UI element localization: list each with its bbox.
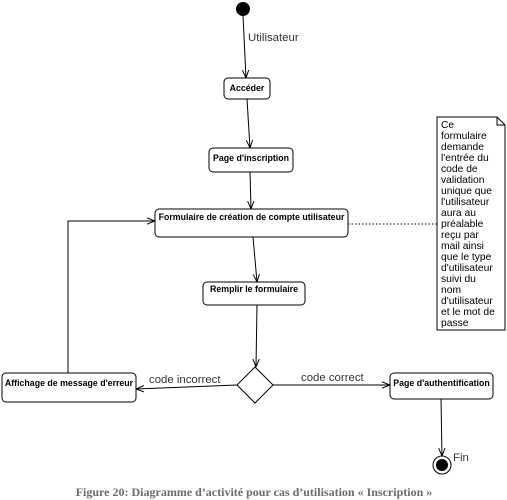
note-line: d'utilisateur — [441, 263, 493, 274]
action-remplir-label: Remplir le formulaire — [210, 284, 298, 294]
note-line: unique que — [441, 186, 492, 197]
action-page-authentification — [389, 372, 494, 400]
edge-erreur-to-formulaire — [67, 221, 155, 373]
edge-remplir-to-decision — [256, 304, 257, 367]
action-affichage-erreur — [1, 372, 137, 403]
action-page-authentification-label: Page d'authentification — [393, 378, 489, 388]
note-line: mail ainsi — [441, 241, 484, 252]
final-node-core — [436, 459, 448, 471]
action-formulaire — [154, 208, 349, 238]
start-edge-label: Utilisateur — [248, 32, 299, 44]
initial-node — [236, 2, 250, 16]
action-remplir — [202, 281, 306, 306]
end-label: Fin — [453, 452, 469, 464]
action-acceder-label: Accéder — [230, 83, 265, 93]
action-formulaire-label: Formulaire de création de compte utilisa… — [159, 212, 345, 222]
figure-caption: Figure 20: Diagramme d’activité pour cas… — [76, 485, 433, 499]
note-fold — [496, 117, 505, 126]
note-line: code de — [441, 164, 478, 175]
note-line: reçu par — [441, 230, 479, 241]
note-line: que le type — [441, 252, 492, 263]
note-line: aura au — [441, 208, 476, 219]
note-line: validation — [441, 175, 485, 186]
guard-code-correct: code correct — [301, 372, 365, 384]
note-shape — [436, 116, 506, 331]
action-page-inscription — [208, 147, 294, 173]
guard-code-incorrect: code incorrect — [149, 374, 221, 386]
note-line: demande — [441, 142, 484, 153]
note-line: formulaire — [441, 131, 487, 142]
note-line: passe — [441, 318, 469, 329]
note-line: Ce — [441, 120, 454, 131]
edge-formulaire-to-remplir — [252, 236, 257, 282]
edge-authentification-to-end — [441, 398, 442, 456]
note-line: suivi du — [441, 274, 476, 285]
edge-decision-to-erreur — [136, 384, 238, 389]
action-acceder — [223, 77, 271, 100]
note-line: préalable — [441, 219, 484, 230]
note-line: d'utilisateur — [441, 296, 493, 307]
edge-start-to-acceder — [243, 15, 246, 78]
note-line: nom — [441, 285, 461, 296]
note: Ce formulaire demande l'entrée du code d… — [436, 116, 506, 331]
note-line: et le mot de — [441, 307, 495, 318]
note-line: l'utilisateur — [441, 197, 490, 208]
edge-acceder-to-page-inscription — [247, 98, 250, 148]
edge-page-inscription-to-formulaire — [250, 171, 251, 209]
decision-node — [236, 366, 274, 404]
action-page-inscription-label: Page d'inscription — [213, 153, 289, 163]
action-affichage-erreur-label: Affichage de message d'erreur — [5, 378, 134, 388]
note-line: l'entrée du — [441, 153, 489, 164]
